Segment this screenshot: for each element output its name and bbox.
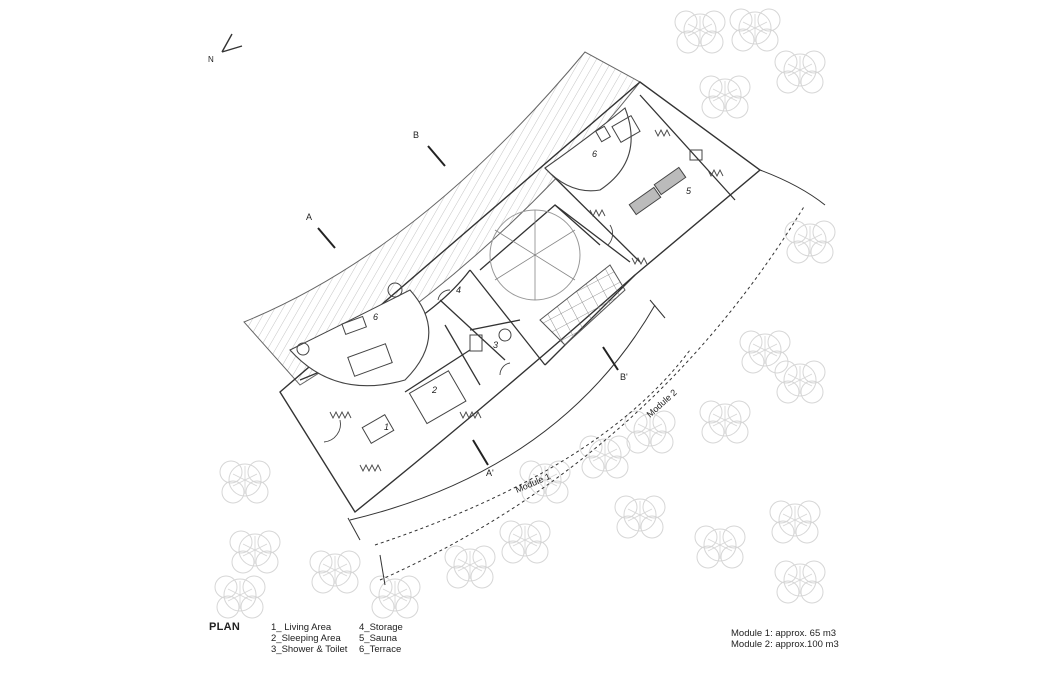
courtyard [489, 209, 581, 301]
section-label-b-prime: B' [620, 372, 628, 382]
furniture [296, 115, 703, 444]
legend-item: 1_ Living Area [271, 622, 332, 633]
roof-overhang [243, 51, 641, 386]
terrace-east [544, 107, 632, 192]
section-label-b: B [413, 130, 419, 140]
room-number-terrace-west: 6 [373, 312, 378, 322]
room-numbers: 1 2 3 4 5 6 6 [373, 149, 692, 432]
module1-volume: Module 1: approx. 65 m3 [731, 628, 837, 639]
room-number-shower: 3 [493, 340, 498, 350]
section-label-a-prime: A' [486, 468, 494, 478]
room-number-sauna: 5 [686, 186, 692, 196]
north-label: N [208, 55, 214, 64]
room-number-terrace-east: 6 [592, 149, 597, 159]
legend-item: 4_Storage [359, 622, 403, 633]
module-volumes: Module 1: approx. 65 m3 Module 2: approx… [731, 628, 839, 650]
module2-label: Module 2 [645, 387, 679, 419]
room-number-sleeping: 2 [431, 385, 437, 395]
stair-grid [539, 264, 626, 346]
module-dimension-lines [347, 169, 826, 586]
legend-item: 2_Sleeping Area [271, 633, 341, 644]
legend-column-2: 4_Storage 5_Sauna 6_Terrace [359, 622, 403, 655]
legend-item: 5_Sauna [359, 633, 398, 644]
legend-item: 6_Terrace [359, 644, 402, 655]
plan-title: PLAN [209, 621, 241, 633]
section-label-a: A [306, 212, 312, 222]
legend-item: 3_Shower & Toilet [271, 644, 348, 655]
doors [323, 224, 614, 443]
room-number-storage: 4 [456, 285, 461, 295]
room-number-living: 1 [384, 422, 389, 432]
section-marks [317, 145, 619, 466]
legend-column-1: 1_ Living Area 2_Sleeping Area 3_Shower … [271, 622, 347, 655]
terrace-west [289, 289, 430, 387]
north-arrow-icon: N [208, 33, 243, 64]
radiators [329, 128, 724, 473]
module2-volume: Module 2: approx.100 m3 [731, 639, 839, 650]
